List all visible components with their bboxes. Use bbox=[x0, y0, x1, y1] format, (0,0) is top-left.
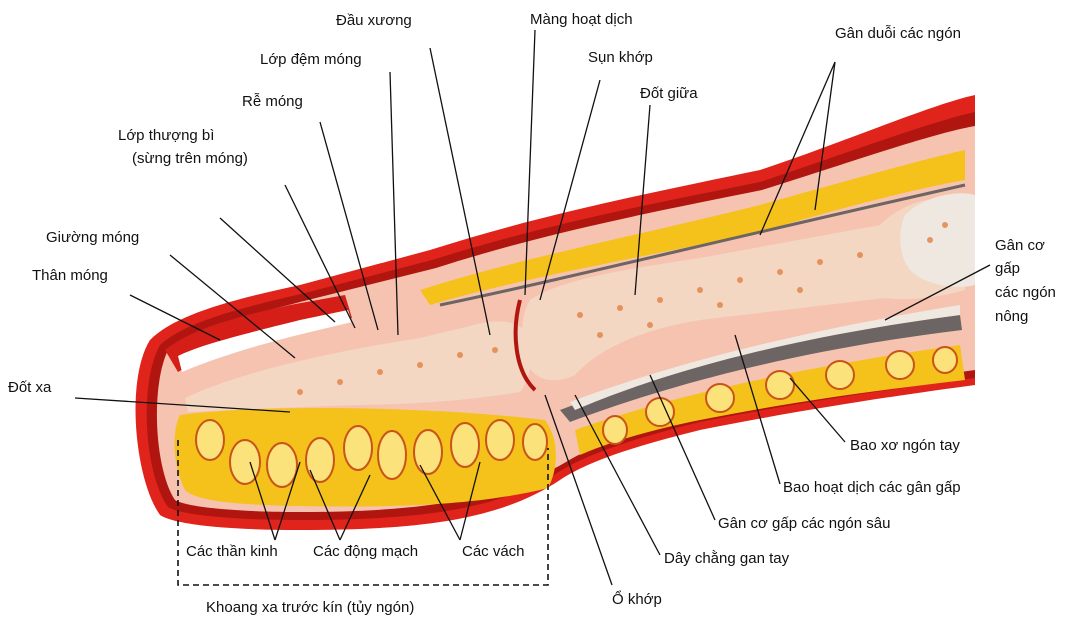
label-cac-than-kinh: Các thần kinh bbox=[186, 543, 278, 560]
label-day-chang: Dây chằng gan tay bbox=[664, 550, 790, 567]
label-mang-hoat-dich: Màng hoạt dịch bbox=[530, 11, 633, 28]
label-gan-co-gap-nong-4: nông bbox=[995, 308, 1028, 325]
label-lop-thuong-bi-1: Lớp thượng bì bbox=[118, 127, 214, 144]
label-bao-xo: Bao xơ ngón tay bbox=[850, 437, 960, 454]
label-sun-khop: Sụn khớp bbox=[588, 49, 653, 66]
label-cac-vach: Các vách bbox=[462, 543, 525, 560]
label-gan-co-gap-nong-1: Gân cơ bbox=[995, 237, 1045, 254]
label-gan-co-gap-sau: Gân cơ gấp các ngón sâu bbox=[718, 515, 890, 532]
label-cac-dong-mach: Các động mạch bbox=[313, 543, 418, 560]
label-lop-dem-mong: Lớp đệm móng bbox=[260, 51, 362, 68]
label-o-khop: Ổ khớp bbox=[612, 590, 662, 608]
label-gan-co-gap-nong-3: các ngón bbox=[995, 284, 1056, 301]
finger-illustration bbox=[136, 95, 975, 530]
label-dot-giua: Đốt giữa bbox=[640, 85, 698, 102]
label-dot-xa: Đốt xa bbox=[8, 379, 52, 396]
label-bao-hoat-dich: Bao hoạt dịch các gân gấp bbox=[783, 479, 961, 496]
label-gan-duoi: Gân duỗi các ngón bbox=[835, 25, 961, 42]
label-gan-co-gap-nong-2: gấp bbox=[995, 260, 1020, 277]
label-re-mong: Rễ móng bbox=[242, 93, 303, 110]
label-lop-thuong-bi-2: (sừng trên móng) bbox=[132, 150, 248, 167]
label-khoang-xa: Khoang xa trước kín (tủy ngón) bbox=[206, 599, 414, 616]
label-than-mong: Thân móng bbox=[32, 267, 108, 284]
label-giuong-mong: Giường móng bbox=[46, 229, 139, 246]
label-dau-xuong: Đầu xương bbox=[336, 12, 412, 29]
